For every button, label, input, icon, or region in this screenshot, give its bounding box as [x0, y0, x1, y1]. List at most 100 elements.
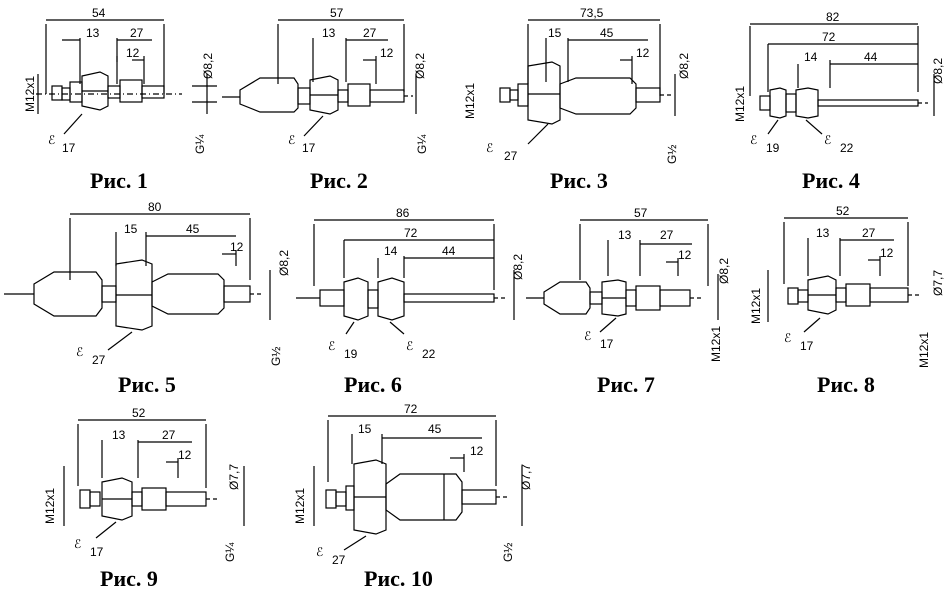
fig4-wrench: 19 [766, 141, 780, 155]
fig7-thread-right: M12x1 [709, 326, 723, 362]
fig4-drawing: 82 72 14 44 Ø8,2 M12x1 ℰ 19 ℰ 22 [733, 10, 944, 155]
fig8-thread-left: M12x1 [749, 288, 763, 324]
fig8-dim-a: 13 [816, 226, 830, 240]
fig6-drawing: 86 72 14 44 Ø8,2 ℰ 19 ℰ 22 [296, 206, 525, 361]
fig7-dim-a: 13 [618, 228, 632, 242]
fig1-drawing: 54 13 27 12 Ø8,2 M12x1 G¼ ℰ 17 [23, 6, 217, 155]
fig2-dim-a: 13 [322, 26, 336, 40]
fig6-dim-a: 72 [404, 226, 418, 240]
fig10-dim-b: 45 [428, 422, 442, 436]
fig10-drawing: 72 15 45 12 Ø7,7 M12x1 G½ ℰ 27 [293, 402, 533, 567]
fig8-thread-right: M12x1 [917, 332, 931, 368]
fig6-dim-total: 86 [396, 206, 410, 220]
fig8-caption: Рис. 8 [817, 372, 875, 397]
fig7-dim-b: 27 [660, 228, 674, 242]
fig1-dim-a: 13 [86, 26, 100, 40]
fig1-wrench-icon: ℰ [48, 133, 55, 147]
fig2-caption: Рис. 2 [310, 168, 368, 193]
fig7-dim-total: 57 [634, 206, 648, 220]
fig9-dim-a: 13 [112, 428, 126, 442]
fig10-wrench-icon: ℰ [316, 545, 323, 559]
fig6-dim-c: 44 [442, 244, 456, 258]
fig5-wrench-icon: ℰ [76, 345, 83, 359]
fig1-dim-total: 54 [92, 6, 106, 20]
fig1-thread-left: M12x1 [23, 76, 37, 112]
fig6-wrench-icon: ℰ [328, 339, 335, 353]
fig3-thread-right: G½ [665, 145, 679, 164]
fig9-dim-dia: Ø7,7 [227, 464, 241, 490]
fig10-dim-total: 72 [404, 402, 418, 416]
fig4-wrench2: 22 [840, 141, 854, 155]
fig4-caption: Рис. 4 [802, 168, 860, 193]
fig1-caption: Рис. 1 [90, 168, 148, 193]
fig3-drawing: 73,5 15 45 12 Ø8,2 M12x1 G½ ℰ 27 [463, 6, 691, 164]
fig7-dim-dia: Ø8,2 [717, 258, 731, 284]
fig3-thread-left: M12x1 [463, 83, 477, 119]
fig3-wrench-icon: ℰ [486, 141, 493, 155]
fig5-dim-a: 15 [124, 222, 138, 236]
fig8-dim-c: 12 [880, 246, 894, 260]
fig5-wrench: 27 [92, 353, 106, 367]
fig4-dim-b: 14 [804, 50, 818, 64]
fig6-dim-dia: Ø8,2 [511, 254, 525, 280]
fig4-thread-left: M12x1 [733, 86, 747, 122]
fig7-caption: Рис. 7 [597, 372, 655, 397]
fig8-drawing: 52 13 27 12 Ø7,7 M12x1 M12x1 ℰ 17 [749, 204, 944, 368]
fig8-dim-b: 27 [862, 226, 876, 240]
fig6-wrench2: 22 [422, 347, 436, 361]
fig3-dim-dia: Ø8,2 [677, 53, 691, 79]
fig3-dim-total: 73,5 [580, 6, 604, 20]
fig10-thread-left: M12x1 [293, 488, 307, 524]
fig4-dim-dia: Ø8,2 [931, 58, 944, 84]
fig1-wrench: 17 [62, 141, 76, 155]
fig5-dim-total: 80 [148, 200, 162, 214]
fig7-wrench-icon: ℰ [584, 329, 591, 343]
fig2-dim-b: 27 [363, 26, 377, 40]
fig4-dim-a: 72 [822, 30, 836, 44]
fig3-dim-c: 12 [636, 46, 650, 60]
fig3-caption: Рис. 3 [550, 168, 608, 193]
fig10-dim-dia: Ø7,7 [519, 464, 533, 490]
fig10-dim-c: 12 [470, 444, 484, 458]
fig1-dim-dia: Ø8,2 [201, 53, 215, 79]
fig2-drawing: 57 13 27 12 Ø8,2 G¼ ℰ 17 [222, 6, 429, 155]
fig10-wrench: 27 [332, 553, 346, 567]
fig9-drawing: 52 13 27 12 Ø7,7 M12x1 G¼ ℰ 17 [43, 406, 245, 562]
fig5-caption: Рис. 5 [118, 372, 176, 397]
fig4-wrench2-icon: ℰ [824, 133, 831, 147]
fig3-wrench: 27 [504, 149, 518, 163]
fig7-dim-c: 12 [678, 248, 692, 262]
fig4-wrench-icon: ℰ [750, 133, 757, 147]
fig8-dim-total: 52 [836, 204, 850, 218]
fig8-dim-dia: Ø7,7 [931, 270, 944, 296]
fig2-dim-total: 57 [330, 6, 344, 20]
fig5-dim-b: 45 [186, 222, 200, 236]
fig10-dim-a: 15 [358, 422, 372, 436]
fig9-wrench-icon: ℰ [74, 537, 81, 551]
fig3-dim-a: 15 [548, 26, 562, 40]
fig9-dim-b: 27 [162, 428, 176, 442]
fig1-thread-right: G¼ [193, 134, 207, 154]
fig5-dim-c: 12 [230, 240, 244, 254]
fig2-thread-right: G¼ [415, 134, 429, 154]
fig10-thread-right: G½ [501, 543, 515, 562]
fig5-dim-dia: Ø8,2 [277, 250, 291, 276]
fig9-wrench: 17 [90, 545, 104, 559]
fig9-caption: Рис. 9 [100, 566, 158, 591]
fig7-wrench: 17 [600, 337, 614, 351]
fig6-dim-b: 14 [384, 244, 398, 258]
fig5-drawing: 80 15 45 12 Ø8,2 G½ ℰ 27 [4, 200, 291, 367]
fig1-dim-b: 27 [130, 26, 144, 40]
fig9-thread-right: G¼ [223, 542, 237, 562]
fig4-dim-c: 44 [864, 50, 878, 64]
fig2-wrench: 17 [302, 141, 316, 155]
fig9-dim-c: 12 [178, 448, 192, 462]
fig5-thread-right: G½ [269, 347, 283, 366]
fig7-drawing: 57 13 27 12 Ø8,2 M12x1 ℰ 17 [526, 206, 731, 362]
fig4-dim-total: 82 [826, 10, 840, 24]
fig8-wrench: 17 [800, 339, 814, 353]
fig6-wrench2-icon: ℰ [406, 339, 413, 353]
fig9-thread-left: M12x1 [43, 488, 57, 524]
fig2-wrench-icon: ℰ [288, 133, 295, 147]
